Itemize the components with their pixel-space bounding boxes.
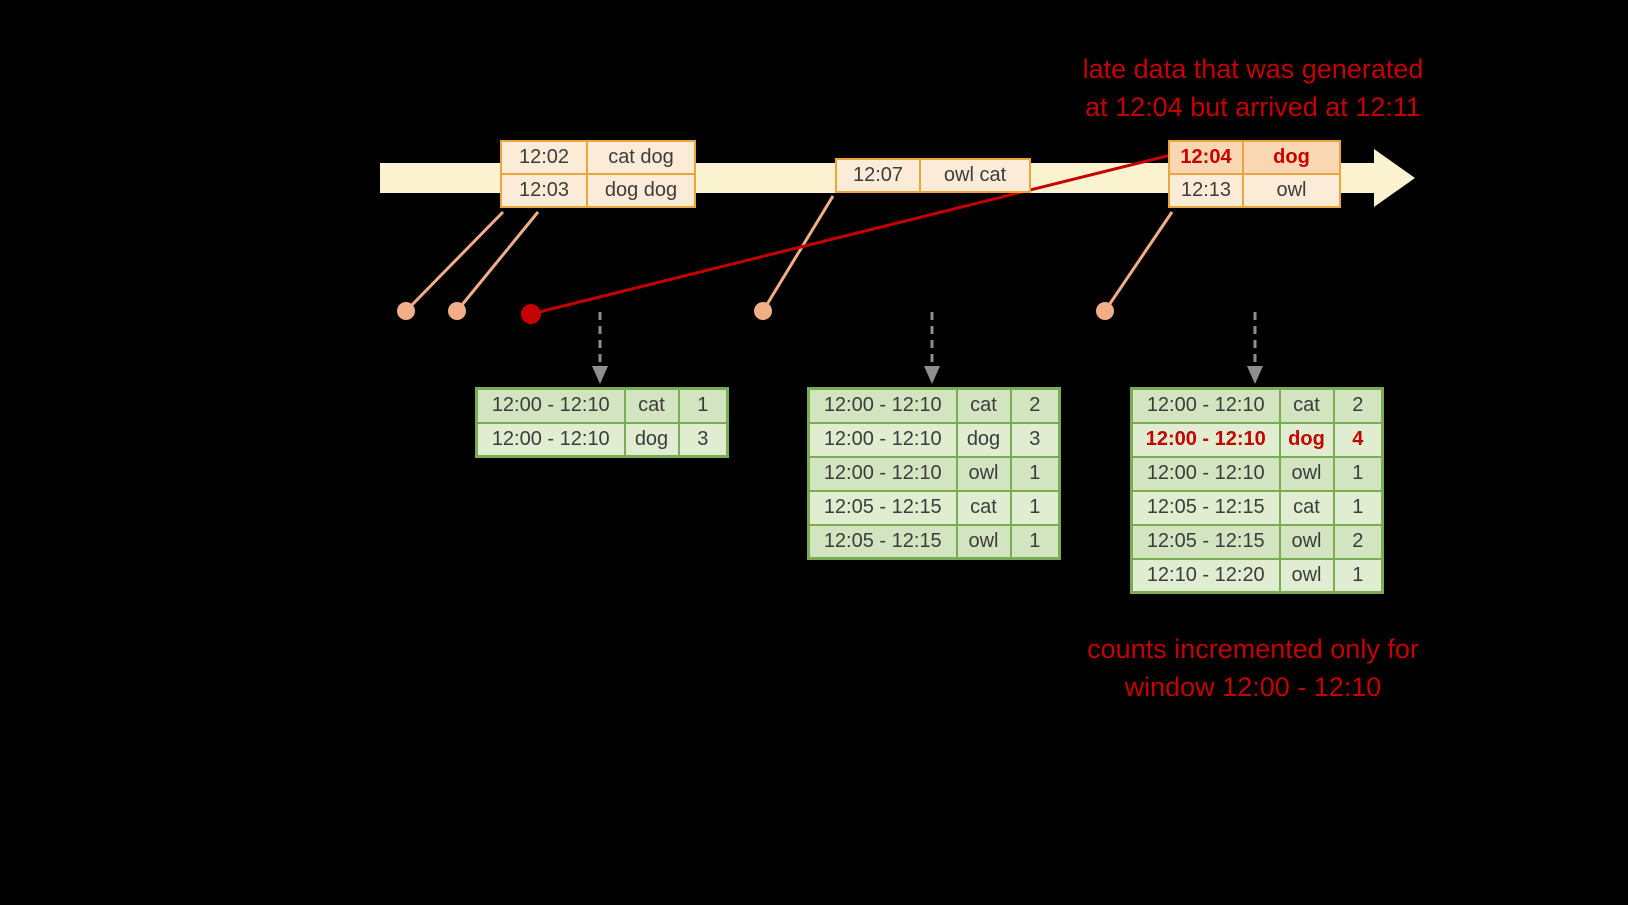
event-words: owl	[1242, 173, 1341, 208]
result-row: 12:05 - 12:15 cat 1	[1130, 489, 1384, 526]
late-data-annotation: late data that was generated at 12:04 bu…	[1013, 50, 1493, 126]
late-arrival-dot-icon	[521, 304, 541, 324]
event-row: 12:03 dog dog	[500, 173, 696, 208]
result-table-3: 12:00 - 12:10 cat 2 12:00 - 12:10 dog 4 …	[1130, 387, 1384, 594]
result-window: 12:00 - 12:10	[475, 387, 626, 424]
event-time: 12:13	[1168, 173, 1244, 208]
result-row: 12:00 - 12:10 owl 1	[807, 455, 1061, 492]
arrival-dot-icon	[754, 302, 772, 320]
result-window: 12:00 - 12:10	[1130, 387, 1281, 424]
trigger-down-arrow-icon	[924, 312, 940, 384]
result-window: 12:05 - 12:15	[1130, 523, 1281, 560]
trigger-down-arrow-icon	[1247, 312, 1263, 384]
event-time: 12:07	[835, 158, 921, 193]
result-count: 1	[1332, 455, 1384, 492]
result-row: 12:00 - 12:10 owl 1	[1130, 455, 1384, 492]
result-row: 12:10 - 12:20 owl 1	[1130, 557, 1384, 594]
input-event-box-1207: 12:07 owl cat	[835, 158, 1031, 193]
event-time: 12:03	[500, 173, 588, 208]
result-count: 1	[677, 387, 729, 424]
event-words: dog	[1242, 140, 1341, 175]
counts-annotation-line2: window 12:00 - 12:10	[1124, 672, 1382, 702]
result-word: cat	[955, 489, 1012, 526]
result-count: 1	[1009, 455, 1061, 492]
result-window: 12:05 - 12:15	[807, 523, 958, 560]
result-count: 1	[1332, 557, 1384, 594]
result-table-2: 12:00 - 12:10 cat 2 12:00 - 12:10 dog 3 …	[807, 387, 1061, 560]
result-word: dog	[1278, 421, 1335, 458]
event-row: 12:13 owl	[1168, 173, 1341, 208]
result-row: 12:00 - 12:10 dog 3	[807, 421, 1061, 458]
result-word: cat	[623, 387, 680, 424]
result-count: 1	[1009, 523, 1061, 560]
result-count: 3	[1009, 421, 1061, 458]
result-window: 12:00 - 12:10	[807, 387, 958, 424]
event-time: 12:02	[500, 140, 588, 175]
input-event-box-1204-late: 12:04 dog 12:13 owl	[1168, 140, 1341, 208]
result-word: dog	[623, 421, 680, 458]
result-row: 12:00 - 12:10 cat 2	[807, 387, 1061, 424]
result-window: 12:00 - 12:10	[807, 455, 958, 492]
event-connector-line	[455, 211, 540, 312]
input-event-box-1202: 12:02 cat dog 12:03 dog dog	[500, 140, 696, 208]
result-window: 12:00 - 12:10	[1130, 455, 1281, 492]
result-row: 12:05 - 12:15 owl 1	[807, 523, 1061, 560]
event-connector-line	[761, 195, 835, 312]
result-window: 12:05 - 12:15	[807, 489, 958, 526]
result-window: 12:00 - 12:10	[1130, 421, 1281, 458]
result-word: owl	[1278, 523, 1335, 560]
result-count: 1	[1332, 489, 1384, 526]
arrival-dot-icon	[397, 302, 415, 320]
result-row: 12:05 - 12:15 owl 2	[1130, 523, 1384, 560]
result-word: owl	[1278, 557, 1335, 594]
result-count: 3	[677, 421, 729, 458]
event-words: cat dog	[586, 140, 696, 175]
event-row: 12:02 cat dog	[500, 140, 696, 175]
result-row: 12:00 - 12:10 dog 3	[475, 421, 729, 458]
result-word: dog	[955, 421, 1012, 458]
result-table-1: 12:00 - 12:10 cat 1 12:00 - 12:10 dog 3	[475, 387, 729, 458]
event-connector-line	[1103, 211, 1174, 312]
result-row: 12:00 - 12:10 cat 1	[475, 387, 729, 424]
event-connector-line	[404, 210, 505, 313]
trigger-down-arrow-icon	[592, 312, 608, 384]
late-data-connector-line	[530, 152, 1176, 316]
event-words: owl cat	[919, 158, 1031, 193]
counts-incremented-annotation: counts incremented only for window 12:00…	[1013, 630, 1493, 706]
result-word: cat	[1278, 387, 1335, 424]
result-window: 12:05 - 12:15	[1130, 489, 1281, 526]
result-window: 12:00 - 12:10	[807, 421, 958, 458]
result-count: 4	[1332, 421, 1384, 458]
arrival-dot-icon	[1096, 302, 1114, 320]
result-row: 12:00 - 12:10 cat 2	[1130, 387, 1384, 424]
result-window: 12:10 - 12:20	[1130, 557, 1281, 594]
result-count: 1	[1009, 489, 1061, 526]
event-words: dog dog	[586, 173, 696, 208]
late-event-row: 12:04 dog	[1168, 140, 1341, 175]
event-row: 12:07 owl cat	[835, 158, 1031, 193]
result-count: 2	[1009, 387, 1061, 424]
result-row-updated: 12:00 - 12:10 dog 4	[1130, 421, 1384, 458]
result-word: owl	[1278, 455, 1335, 492]
result-count: 2	[1332, 387, 1384, 424]
result-word: cat	[955, 387, 1012, 424]
late-data-annotation-line1: late data that was generated	[1082, 54, 1424, 84]
result-window: 12:00 - 12:10	[475, 421, 626, 458]
result-word: cat	[1278, 489, 1335, 526]
result-row: 12:05 - 12:15 cat 1	[807, 489, 1061, 526]
counts-annotation-line1: counts incremented only for	[1087, 634, 1419, 664]
result-count: 2	[1332, 523, 1384, 560]
result-word: owl	[955, 523, 1012, 560]
arrival-dot-icon	[448, 302, 466, 320]
result-word: owl	[955, 455, 1012, 492]
event-time: 12:04	[1168, 140, 1244, 175]
late-data-annotation-line2: at 12:04 but arrived at 12:11	[1085, 92, 1421, 122]
